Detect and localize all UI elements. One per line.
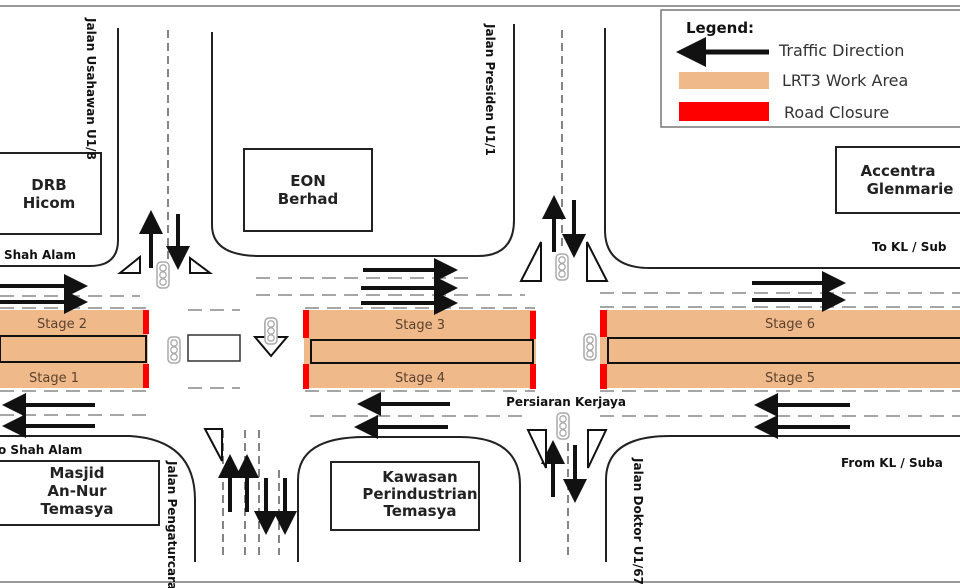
work-area-east: Stage 6 Stage 5 <box>600 310 960 389</box>
building-masjid: Masjid An-Nur Temasya <box>0 460 160 526</box>
road-label-doktor: Jalan Doktor U1/67 <box>631 457 645 585</box>
svg-text:Temasya: Temasya <box>384 502 457 520</box>
road-closure-marker <box>303 364 309 389</box>
work-area-west: Stage 2 Stage 1 <box>0 310 149 388</box>
traffic-light-icon <box>264 317 278 345</box>
island-icon <box>189 256 213 274</box>
stage-3-label: Stage 3 <box>395 318 445 333</box>
road-label-pengaturcara: Jalan Pengaturcara <box>165 460 179 588</box>
svg-text:An-Nur: An-Nur <box>47 482 107 500</box>
island-icon <box>587 429 608 469</box>
road-closure-marker <box>530 364 536 389</box>
traffic-arrows <box>0 195 850 535</box>
svg-text:Glenmarie: Glenmarie <box>867 180 954 198</box>
work-area-center: Stage 3 Stage 4 <box>303 310 536 389</box>
traffic-light-icon <box>156 261 170 289</box>
legend-label-traffic: Traffic Direction <box>778 41 904 60</box>
svg-text:Accentra: Accentra <box>861 162 936 180</box>
island-icon <box>526 429 547 469</box>
island-icon <box>117 254 141 274</box>
svg-text:Temasya: Temasya <box>41 500 114 518</box>
direction-label-shah-alam-top: Shah Alam <box>4 248 76 262</box>
road-label-main: Persiaran Kerjaya <box>506 395 626 409</box>
building-accentra: Accentra Glenmarie <box>835 146 960 214</box>
curb-top-left <box>0 28 119 267</box>
svg-text:Kawasan: Kawasan <box>382 468 457 486</box>
svg-text:Berhad: Berhad <box>278 190 339 208</box>
svg-text:Masjid: Masjid <box>50 464 105 482</box>
stage-4-label: Stage 4 <box>395 371 445 386</box>
curb-top-right <box>604 28 960 269</box>
work-area-swatch <box>679 72 769 89</box>
legend-label-closure: Road Closure <box>784 103 889 122</box>
road-closure-marker <box>600 310 607 337</box>
traffic-light-icon <box>555 253 569 281</box>
traffic-light-icon <box>167 336 181 364</box>
svg-text:Hicom: Hicom <box>23 194 76 212</box>
island-icon <box>519 241 542 282</box>
svg-text:DRB: DRB <box>31 176 66 194</box>
legend-title: Legend: <box>686 19 754 37</box>
stage-5-label: Stage 5 <box>765 371 815 386</box>
curb-bottom-middle <box>297 436 521 562</box>
road-closure-marker <box>143 364 149 388</box>
legend: Legend: Traffic Direction LRT3 Work Area… <box>660 9 960 128</box>
legend-label-work-area: LRT3 Work Area <box>782 71 908 90</box>
traffic-light-icon <box>583 333 597 361</box>
building-drb-hicom: DRB Hicom <box>0 152 102 235</box>
curb-bottom-right <box>605 435 960 562</box>
traffic-light-icon <box>556 412 570 440</box>
road-label-usahawan: Jalan Usahawan U1/8 <box>84 17 98 160</box>
road-closure-swatch <box>679 102 769 121</box>
stage-2-label: Stage 2 <box>37 317 87 332</box>
direction-label-to-kl: To KL / Sub <box>872 240 947 254</box>
svg-text:EON: EON <box>290 172 326 190</box>
svg-text:Perindustrian: Perindustrian <box>362 485 477 503</box>
stage-6-label: Stage 6 <box>765 317 815 332</box>
road-closure-marker <box>530 311 536 339</box>
building-kawasan: Kawasan Perindustrian Temasya <box>330 461 480 531</box>
direction-label-shah-alam-bottom: o Shah Alam <box>0 443 82 457</box>
direction-label-from-kl: From KL / Suba <box>841 456 943 470</box>
traffic-islands <box>117 241 609 469</box>
road-label-presiden: Jalan Presiden U1/1 <box>483 23 497 156</box>
road-closure-marker <box>600 364 607 389</box>
building-eon-berhad: EON Berhad <box>243 148 373 232</box>
pedestrian-island <box>187 334 241 362</box>
stage-1-label: Stage 1 <box>29 371 79 386</box>
island-icon <box>586 241 609 282</box>
island-icon <box>203 428 223 462</box>
road-closure-marker <box>143 310 149 334</box>
road-closure-marker <box>303 310 309 338</box>
curb-bottom-left <box>0 435 196 562</box>
curb-top-middle <box>211 24 515 257</box>
